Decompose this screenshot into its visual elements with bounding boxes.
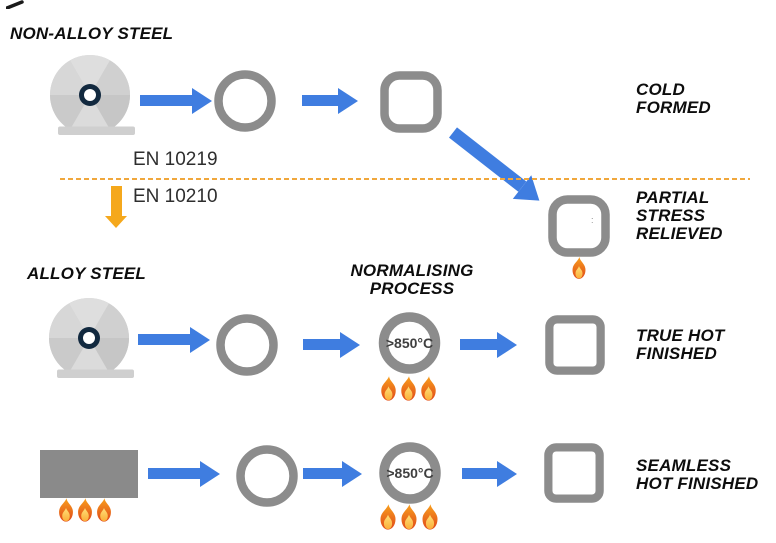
dashed-divider xyxy=(60,178,750,180)
non-alloy-steel-label: NON-ALLOY STEEL xyxy=(10,25,173,43)
cropped-edge-artifact xyxy=(6,0,24,9)
arrow-down-shaft xyxy=(111,186,122,216)
round-tube-icon xyxy=(214,70,276,132)
true-hot-line1: TRUE HOT xyxy=(636,326,725,345)
en-10219-label: EN 10219 xyxy=(133,149,218,170)
partial-stress-relieved-label: PARTIAL STRESS RELIEVED xyxy=(636,189,723,243)
alloy-steel-label: ALLOY STEEL xyxy=(27,265,146,283)
cold-formed-line2: FORMED xyxy=(636,98,711,117)
normalising-line2: PROCESS xyxy=(369,279,455,298)
partial-line2: STRESS xyxy=(636,206,706,225)
arrow-diagonal-icon xyxy=(448,127,527,192)
arrow-right-icon xyxy=(148,468,200,479)
arrow-right-icon xyxy=(140,95,192,106)
normalising-process-label: NORMALISING PROCESS xyxy=(336,262,488,298)
flame-row-icon xyxy=(381,376,436,401)
en-10210-label: EN 10210 xyxy=(133,186,218,207)
partial-line3: RELIEVED xyxy=(636,224,723,243)
square-tube-icon xyxy=(543,443,605,503)
arrow-right-icon xyxy=(302,95,338,106)
arrow-down-icon xyxy=(105,186,128,228)
temperature-label: >850°C xyxy=(385,335,434,351)
temperature-label: >850°C xyxy=(386,465,434,481)
seamless-hot-finished-label: SEAMLESS HOT FINISHED xyxy=(636,457,758,493)
round-tube-icon xyxy=(236,445,298,507)
arrow-right-icon xyxy=(303,339,340,350)
cold-formed-label: COLD FORMED xyxy=(636,81,711,117)
flame-row-icon xyxy=(59,498,111,522)
arrow-right-icon xyxy=(303,468,342,479)
seamless-line2: HOT FINISHED xyxy=(636,474,759,493)
flame-row-icon xyxy=(380,504,438,530)
rounded-square-tube-icon xyxy=(380,71,442,133)
steel-coil-icon xyxy=(45,296,137,380)
cold-formed-line1: COLD xyxy=(636,80,685,99)
alloy-steel-text: ALLOY STEEL xyxy=(27,264,147,283)
seamless-line1: SEAMLESS xyxy=(636,456,732,475)
normalising-line1: NORMALISING xyxy=(350,261,474,280)
partial-line1: PARTIAL xyxy=(636,188,710,207)
flame-icon xyxy=(571,255,587,281)
billet-bar-icon xyxy=(40,450,138,498)
arrow-right-icon xyxy=(462,468,497,479)
round-tube-icon xyxy=(216,314,278,376)
arrow-right-icon xyxy=(460,339,497,350)
steel-coil-icon xyxy=(46,53,138,137)
non-alloy-steel-text: NON-ALLOY STEEL xyxy=(10,24,174,43)
true-hot-line2: FINISHED xyxy=(636,344,717,363)
arrow-right-icon xyxy=(138,334,190,345)
stray-mark: : xyxy=(591,215,594,225)
rounded-square-tube-icon xyxy=(548,195,610,257)
true-hot-finished-label: TRUE HOT FINISHED xyxy=(636,327,724,363)
square-tube-icon xyxy=(545,315,605,375)
